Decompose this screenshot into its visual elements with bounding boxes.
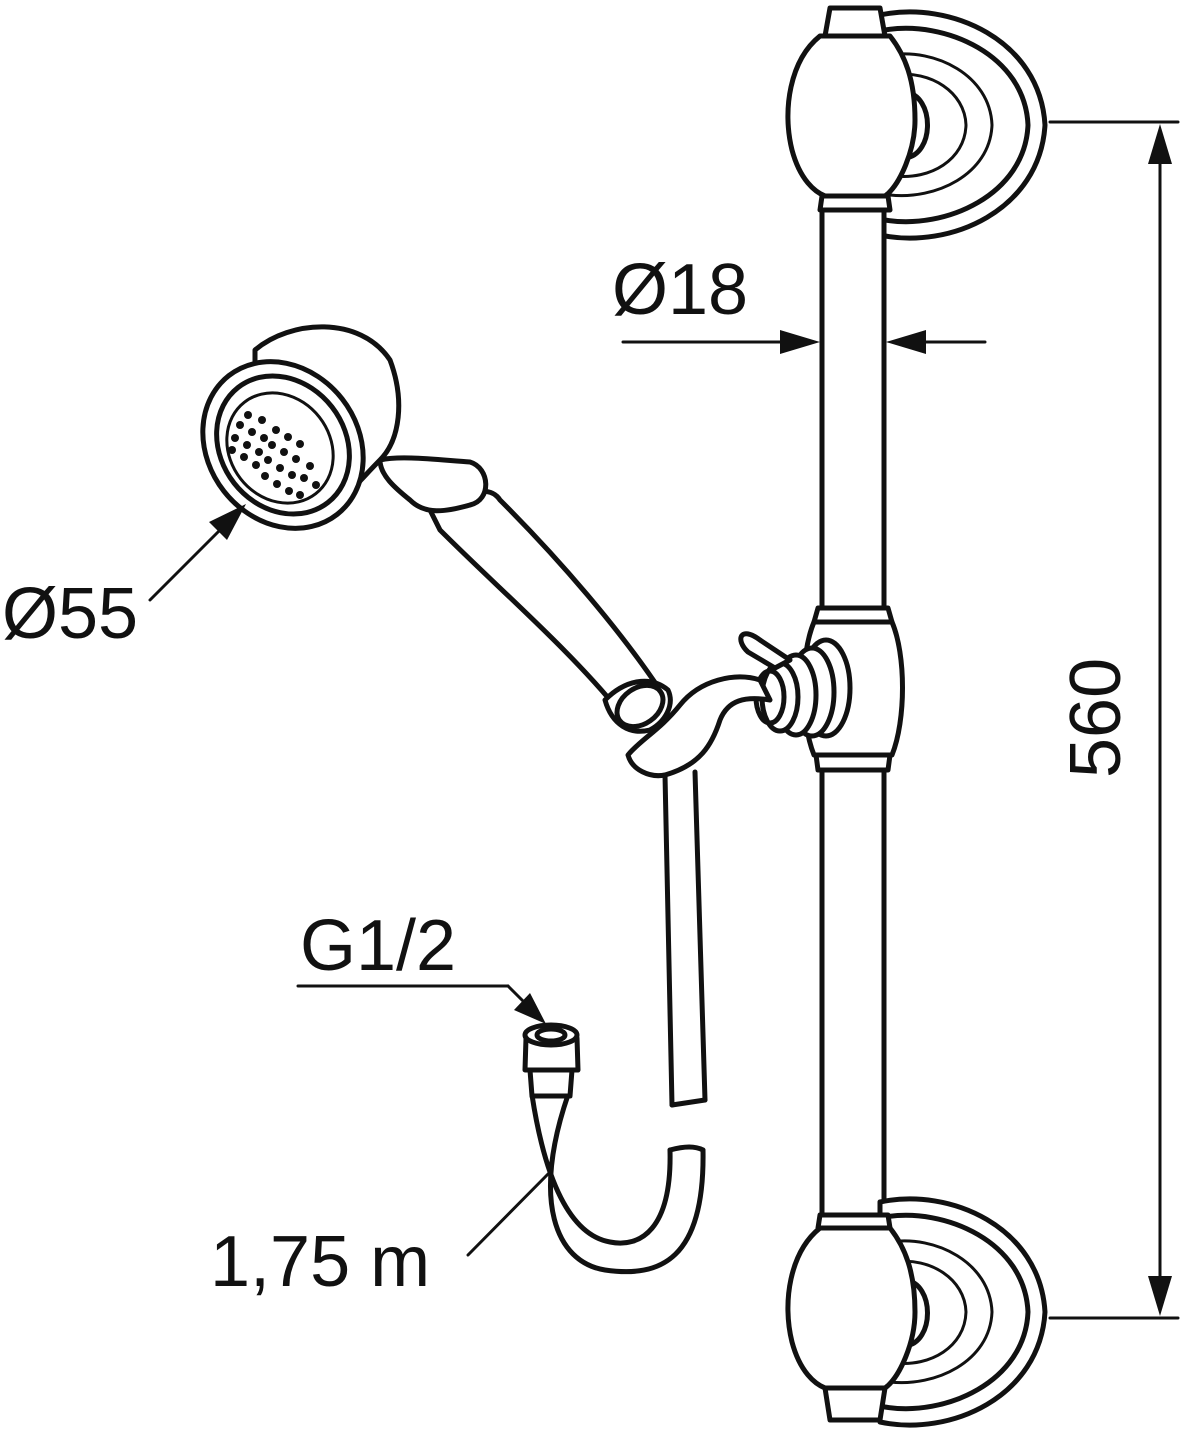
rail-slider [738,605,905,773]
rail-diameter-label: Ø18 [612,250,748,330]
hand-shower-holder [625,674,773,779]
wall-bracket-bottom [785,1196,1048,1428]
wall-bracket-top [785,5,1048,241]
rail-diameter-dimension: Ø18 [612,250,987,354]
spray-nozzles [228,411,320,499]
arrow-up-icon [1148,124,1172,164]
shower-head-diameter-dimension: Ø55 [2,504,246,654]
hose-connection-label: G1/2 [300,906,456,986]
arrow-right-icon [780,330,820,354]
hose-connection-dimension: G1/2 [296,906,546,1024]
arrow-diagonal-icon [514,993,546,1024]
rail-length-dimension: 560 [1048,120,1180,1320]
arrow-left-icon [886,330,926,354]
hose-length-label: 1,75 m [210,1222,430,1302]
shower-hose [522,769,708,1275]
arrow-down-icon [1148,1276,1172,1316]
rail-length-label: 560 [1056,658,1136,778]
slide-rail [819,207,887,1223]
hand-shower [200,324,673,734]
shower-head-diameter-label: Ø55 [2,574,138,654]
hose-length-dimension: 1,75 m [210,1168,554,1302]
arrow-diagonal-icon [209,504,246,540]
